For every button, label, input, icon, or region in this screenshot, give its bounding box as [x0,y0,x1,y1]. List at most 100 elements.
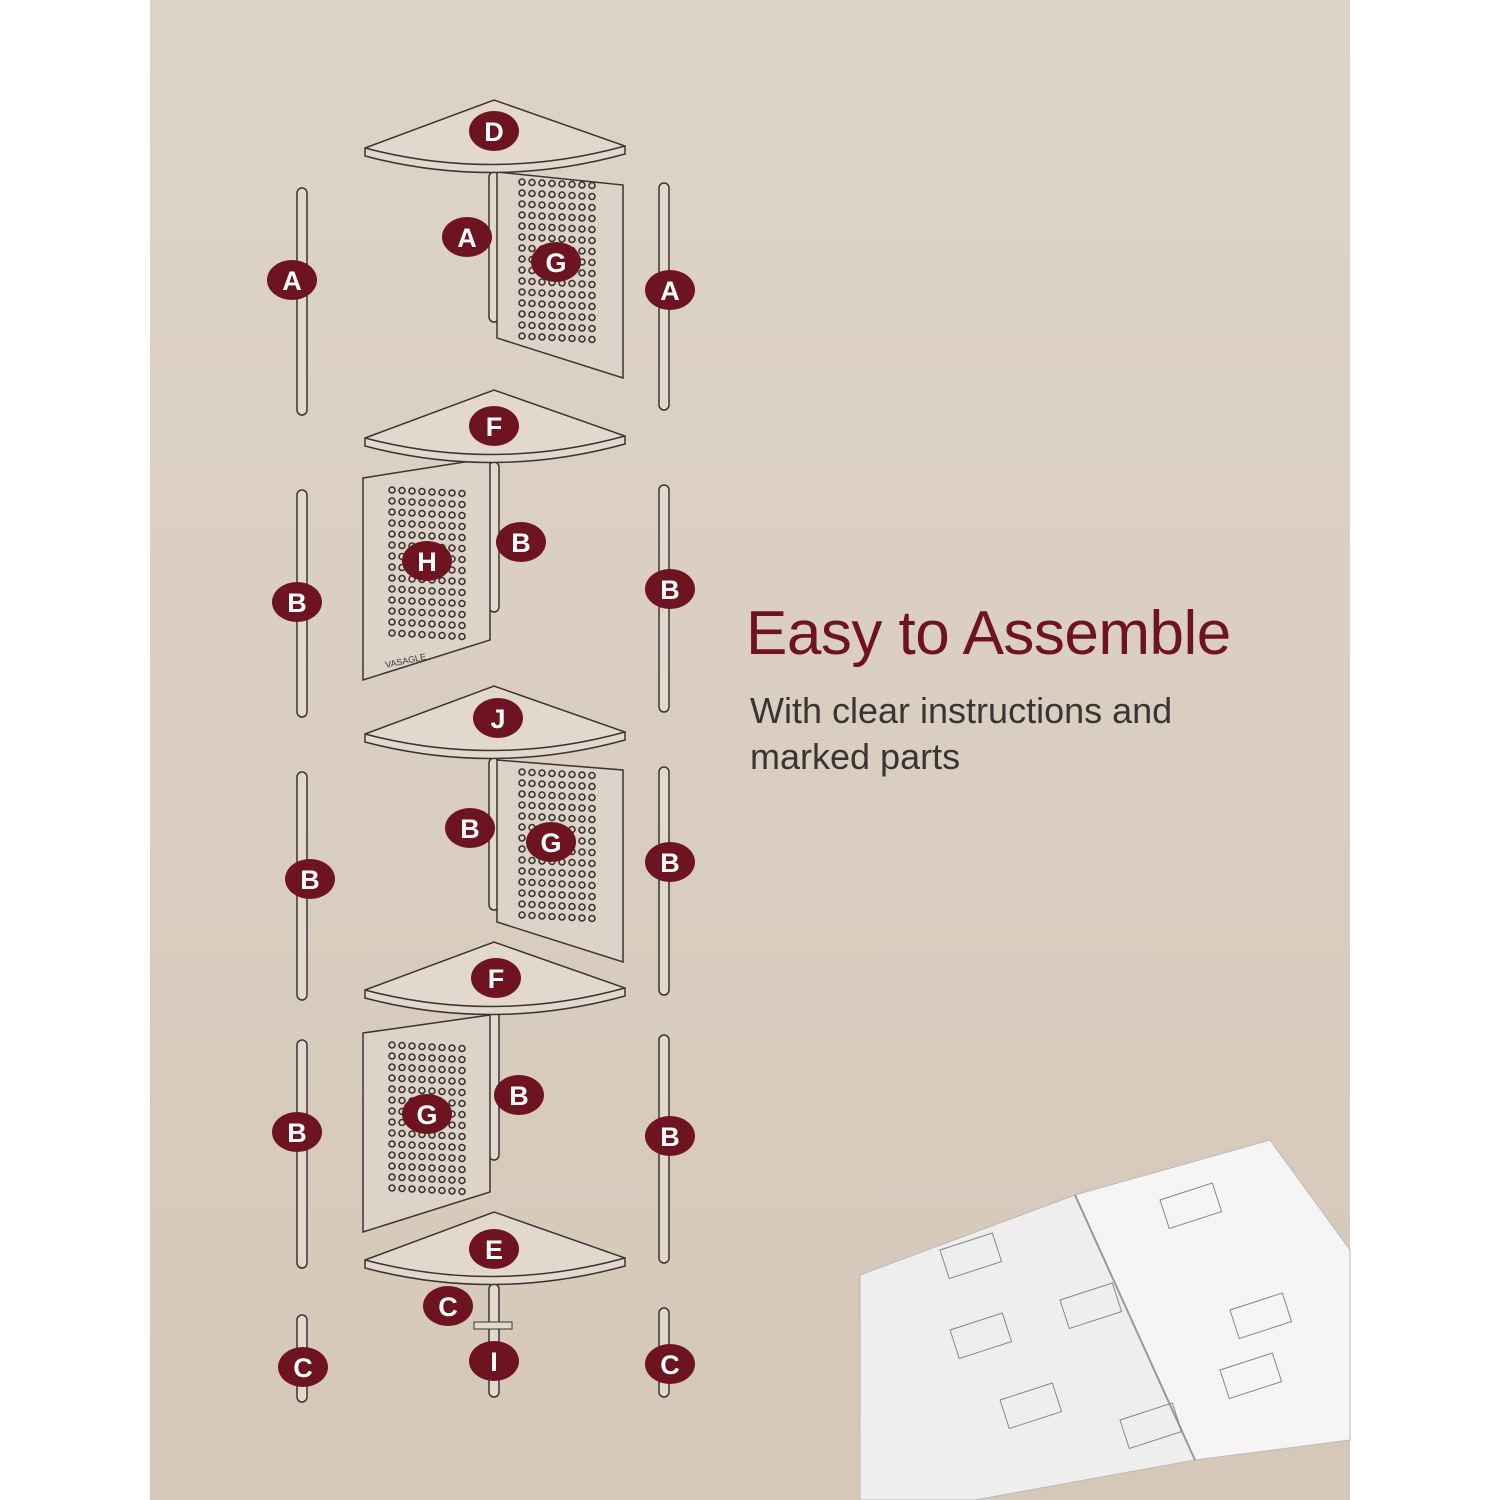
hole [528,889,536,898]
hole [448,1055,456,1063]
badge-bg [645,842,695,882]
hole [398,519,406,528]
hole [448,599,456,607]
hole [418,597,426,606]
panel-g-middle-holes [518,768,596,923]
hole [558,191,566,199]
hole [438,1043,446,1052]
hole [528,856,536,865]
badge-letter: D [484,117,504,147]
hole [398,574,406,583]
badge-bg [272,582,322,622]
hole [458,599,466,608]
hole [588,192,596,201]
hole [568,202,576,211]
hole [398,1184,406,1193]
hole [528,867,536,876]
hole [528,277,536,286]
hole [398,497,406,506]
hole [578,291,586,299]
hole [578,214,586,222]
hole [398,618,406,627]
hole [408,498,416,506]
hole [398,607,406,616]
hole [418,1185,426,1194]
shelf-1-edge [364,435,626,456]
badge-bg [402,1094,452,1134]
hole [398,1052,406,1061]
hole [428,1043,436,1051]
booklet-sketch [999,1382,1063,1430]
badge-bg [469,111,519,151]
hole [578,203,586,211]
hole [418,1141,426,1150]
hole [568,213,576,222]
hole [428,1175,436,1183]
part-label-a: A [645,270,695,310]
hole [548,223,556,232]
hole [528,801,536,810]
hole [388,1129,396,1137]
hole [558,290,566,298]
hole [578,782,586,790]
hole [458,1187,466,1196]
hole [548,802,556,811]
hole [568,781,576,790]
hole [408,1075,416,1083]
hole [518,255,526,263]
hole [418,1053,426,1062]
hole [538,813,546,821]
shelf-4-edge [364,1257,626,1278]
hole [458,588,466,597]
hole [458,1088,466,1097]
hole [578,815,586,823]
badge-letter: C [293,1353,313,1383]
hole [528,900,536,909]
badge-bg [442,217,492,257]
hole [528,332,536,341]
hole [418,1075,426,1084]
hole [548,791,556,800]
hole [568,792,576,801]
hole [548,879,556,888]
hole [458,1066,466,1075]
hole [538,289,546,297]
hole [558,880,566,888]
hole [408,1042,416,1050]
badge-letter: E [485,1235,503,1265]
hole [428,521,436,529]
hole [438,1142,446,1151]
hole [388,1074,396,1082]
hole [528,768,536,777]
hole [408,1174,416,1182]
hole [388,508,396,516]
shelf-3-edge [364,987,626,1008]
hole [398,508,406,517]
hole [528,812,536,821]
hole [518,889,526,897]
badge-letter: F [486,412,503,442]
hole [438,598,446,607]
hole [578,793,586,801]
hole [518,321,526,329]
hole [548,901,556,910]
hole [548,289,556,298]
hole [548,868,556,877]
badge-bg [531,242,581,282]
hole [438,1175,446,1184]
hole [438,576,446,585]
badge-bg [496,522,546,562]
hole [448,632,456,640]
hole [428,1153,436,1161]
hole [408,1053,416,1061]
hole [388,574,396,582]
hole [448,1077,456,1085]
hole [538,890,546,898]
hole [548,333,556,342]
hole [558,301,566,309]
part-label-b: B [285,859,335,899]
badge-bg [423,1286,473,1326]
hole [568,803,576,812]
hole [568,913,576,922]
